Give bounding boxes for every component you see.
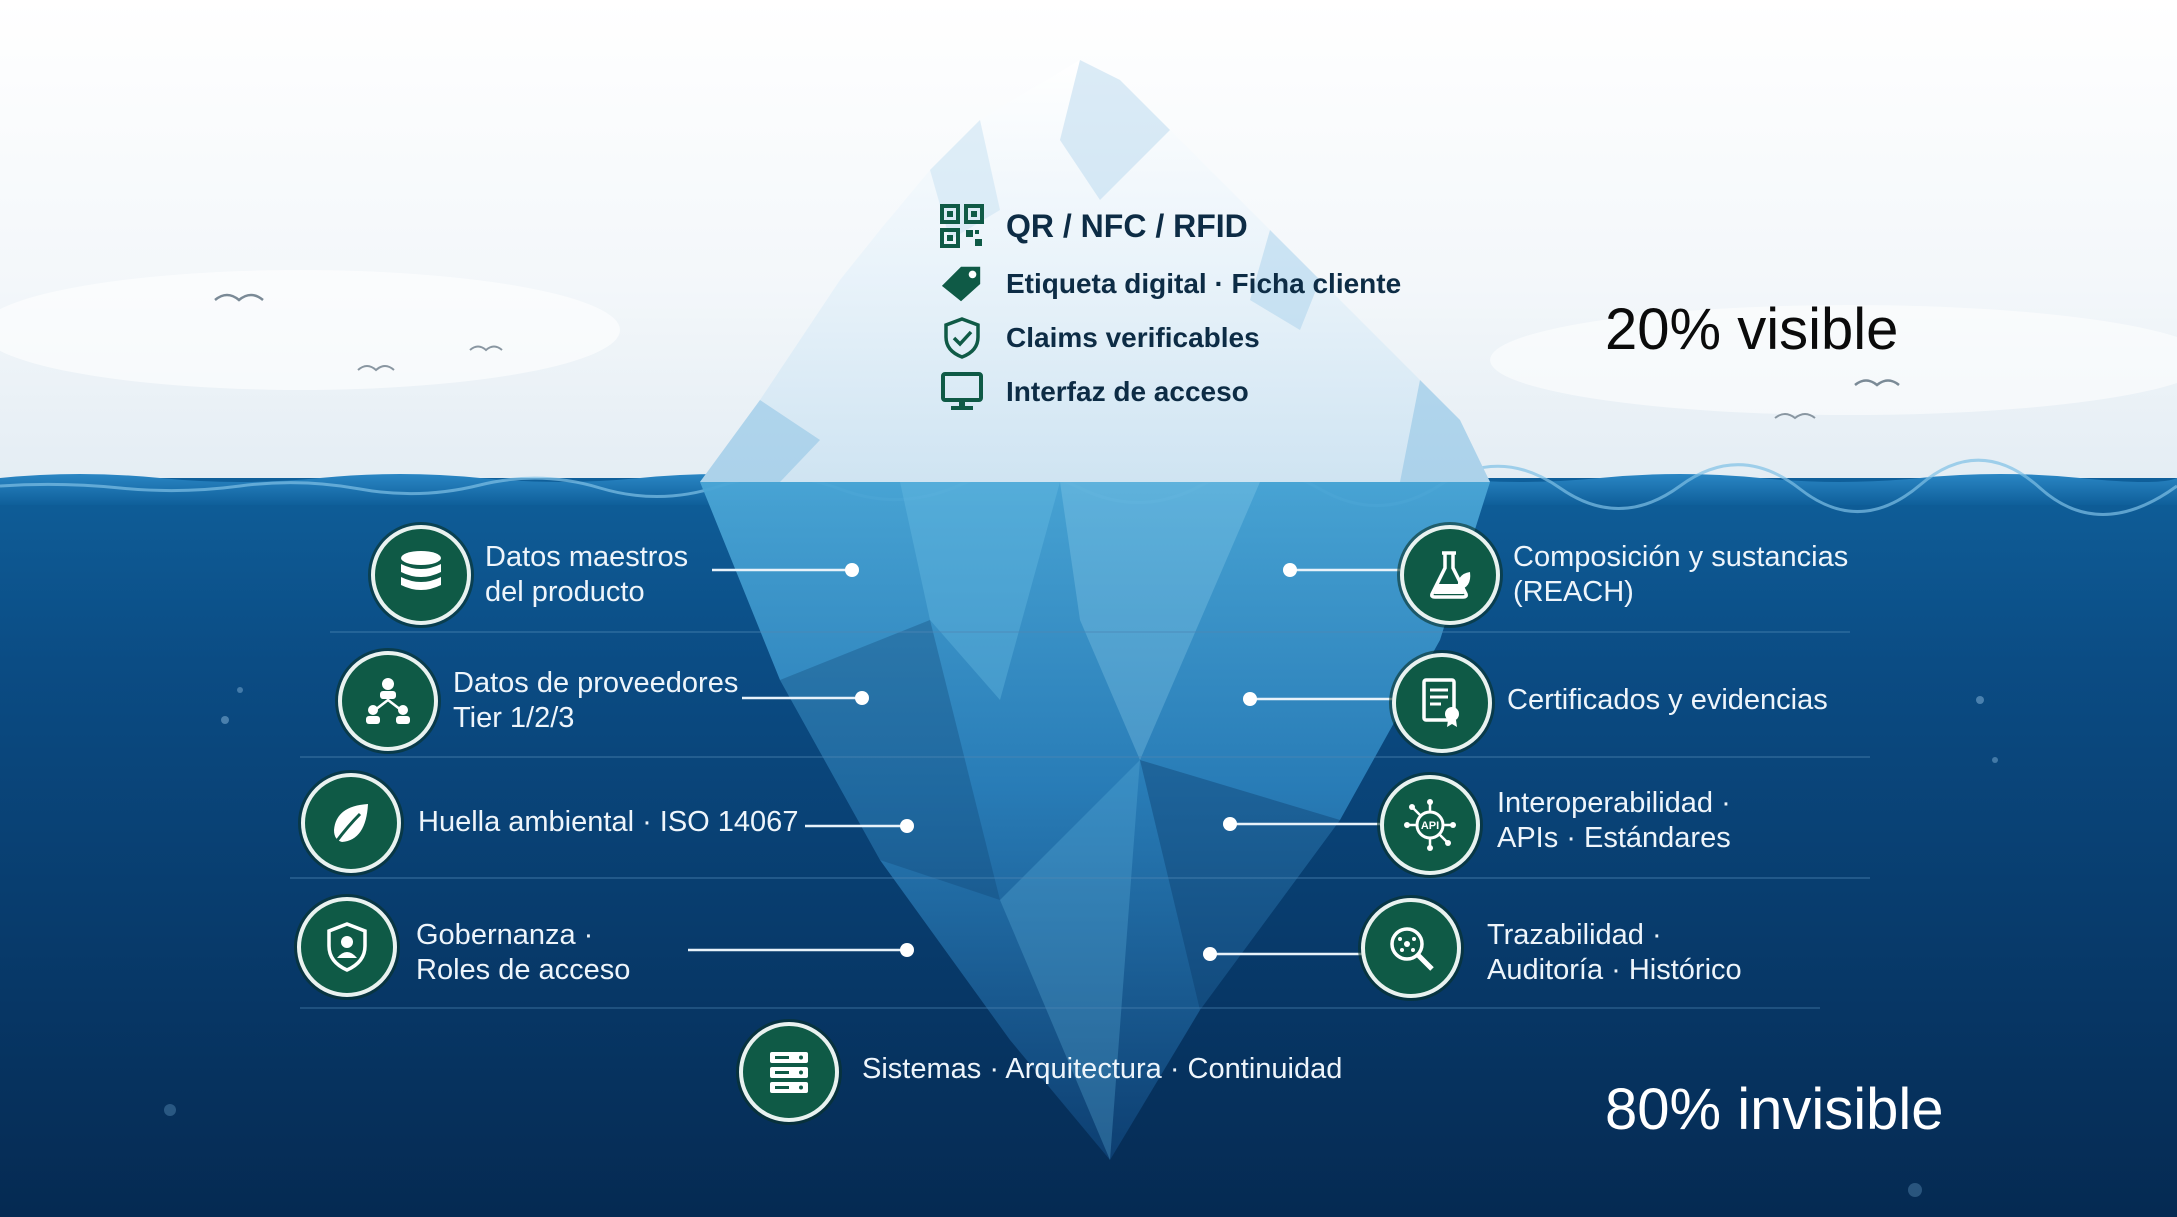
certificate-icon [1422,678,1459,727]
tip-item-interfaz: Interfaz de acceso [940,370,1249,414]
monitor-icon [940,370,984,414]
stat-visible: 20% visible [1605,297,1899,362]
stat-invisible: 80% invisible [1605,1077,1944,1142]
label-trazabilidad: Trazabilidad · Auditoría · Histórico [1487,919,1742,987]
server-icon [770,1052,808,1093]
badge-trazabilidad [1361,898,1461,998]
label-certificados: Certificados y evidencias [1507,684,1828,716]
tip-item-claims: Claims verificables [940,316,1260,360]
database-icon [401,551,441,590]
badge-certificados [1392,653,1492,753]
flask-leaf-icon [1430,551,1471,599]
badge-gobernanza [297,897,397,997]
org-chart-icon [366,678,410,724]
label-composicion: Composición y sustancias (REACH) [1513,541,1849,609]
label-interoperabilidad: Interoperabilidad · APIs · Estándares [1497,787,1731,855]
badge-composicion [1400,525,1500,625]
shield-check-icon [940,316,984,360]
badge-interoperabilidad: API [1380,775,1480,875]
badge-proveedores [338,651,438,751]
tip-label-qr: QR / NFC / RFID [1006,207,1248,244]
label-sistemas: Sistemas · Arquitectura · Continuidad [862,1053,1343,1085]
leaf-icon [334,804,368,843]
tip-label-interfaz: Interfaz de acceso [1006,376,1249,407]
qr-code-icon [940,204,984,248]
badge-datos-maestros [371,525,471,625]
tip-item-qr: QR / NFC / RFID [940,204,1248,248]
badge-sistemas [739,1022,839,1122]
tip-item-etiqueta: Etiqueta digital · Ficha cliente [940,262,1401,306]
api-icon: API [1404,799,1456,851]
badge-huella [301,773,401,873]
label-proveedores: Datos de proveedores Tier 1/2/3 [453,667,739,735]
tag-icon [940,262,984,306]
tip-label-claims: Claims verificables [1006,322,1260,353]
label-huella: Huella ambiental · ISO 14067 [418,806,799,838]
label-datos-maestros: Datos maestros del producto [485,541,689,609]
label-gobernanza: Gobernanza · Roles de acceso [416,919,631,987]
magnifier-icon [1390,927,1434,971]
user-shield-icon [327,922,367,972]
svg-text:API: API [1421,820,1439,832]
tip-label-etiqueta: Etiqueta digital · Ficha cliente [1006,268,1402,299]
